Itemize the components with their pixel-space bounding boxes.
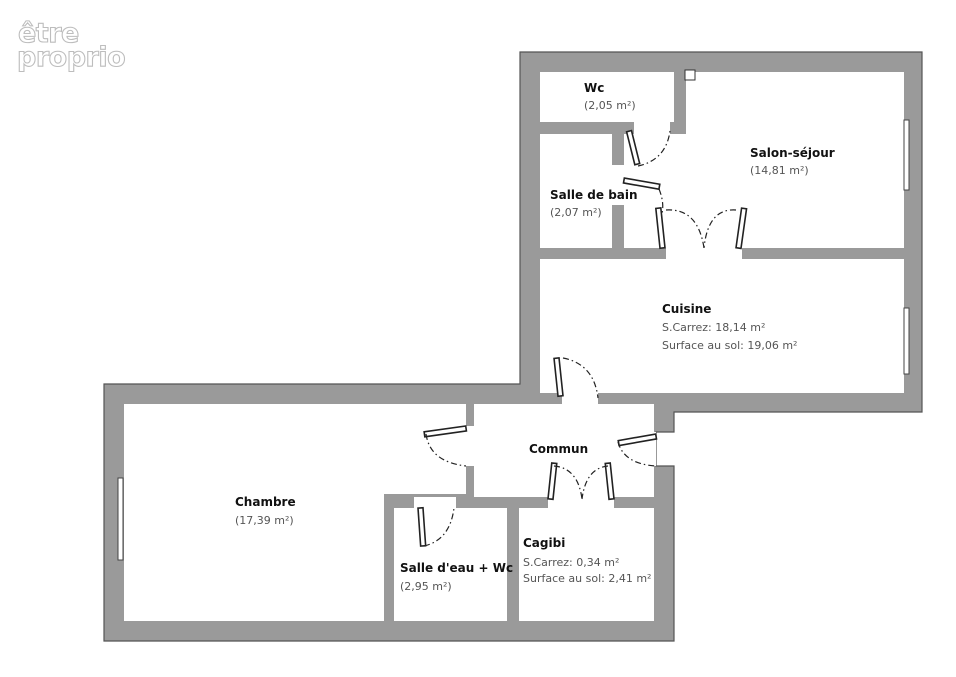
logo-line-2: proprio [17,42,125,73]
logo-line-1: être [18,18,79,49]
door-cuisine [553,357,599,399]
door-openings [414,122,742,508]
label-cuisine-carrez: S.Carrez: 18,14 m² [662,321,765,334]
room-labels: Wc (2,05 m²) Salle de bain (2,07 m²) Sal… [235,81,835,593]
chambre-floor [124,404,466,621]
label-salle-de-bain-name: Salle de bain [550,188,638,202]
door-leaf [553,357,564,398]
room-floors [124,72,904,621]
wc-floor [540,72,674,122]
door-swing-arc [562,357,599,399]
label-wc-area: (2,05 m²) [584,99,636,112]
door-leaf-left [547,462,558,501]
label-chambre-name: Chambre [235,495,296,509]
label-cagibi-sol: Surface au sol: 2,41 m² [523,572,651,585]
label-salon-name: Salon-séjour [750,146,835,160]
door-salon-double [654,207,748,250]
door-leaf [417,506,427,547]
label-cagibi-name: Cagibi [523,536,565,550]
door-leaf [625,129,641,166]
door-leaf-right [604,462,615,501]
door-wc [625,129,671,167]
door-salle-eau [417,506,455,547]
door-chambre [423,425,468,467]
label-cagibi-carrez: S.Carrez: 0,34 m² [523,556,619,569]
brand-logo: être proprio [16,17,126,73]
opening-commun-east [654,432,656,466]
label-cuisine-sol: Surface au sol: 19,06 m² [662,339,797,352]
salon-sejour-floor [624,72,904,248]
label-salon-area: (14,81 m²) [750,164,809,177]
salle-de-bain-floor [540,134,612,248]
door-swing-arc-left [665,209,705,249]
cuisine-floor [540,259,904,393]
door-swing-arc [637,130,671,167]
label-wc-name: Wc [584,81,604,95]
door-swing-arc [425,433,467,467]
window-chambre [117,477,124,561]
opening-salle-eau [414,497,456,508]
label-salle-eau-name: Salle d'eau + Wc [400,561,513,575]
door-leaf [622,177,661,191]
door-leaf [423,425,468,438]
door-commun-east [617,433,658,467]
window-cuisine [903,307,910,375]
door-swing-arc [617,441,657,467]
opening-cagibi [548,497,614,508]
door-leaf-right [735,207,748,250]
opening-cuisine-commun [562,393,598,404]
opening-chambre-commun [466,426,474,466]
door-swing-arc-right [703,209,737,249]
doors [417,129,748,547]
label-cuisine-name: Cuisine [662,302,711,316]
window-salon [903,119,910,191]
door-swing-arc-left [553,465,583,500]
windows [117,119,910,561]
opening-salle-de-bain [612,165,624,205]
label-salle-de-bain-area: (2,07 m²) [550,206,602,219]
opening-salon-cuisine [666,248,742,259]
label-salle-eau-area: (2,95 m²) [400,580,452,593]
opening-wc [634,122,670,134]
door-swing-arc-right [581,465,609,500]
label-commun-name: Commun [529,442,588,456]
door-swing-arc [423,507,455,547]
vent-duct-icon [684,69,696,81]
label-chambre-area: (17,39 m²) [235,514,294,527]
cagibi-floor [519,508,654,621]
door-cagibi-double [547,462,615,501]
door-leaf-left [654,207,666,250]
